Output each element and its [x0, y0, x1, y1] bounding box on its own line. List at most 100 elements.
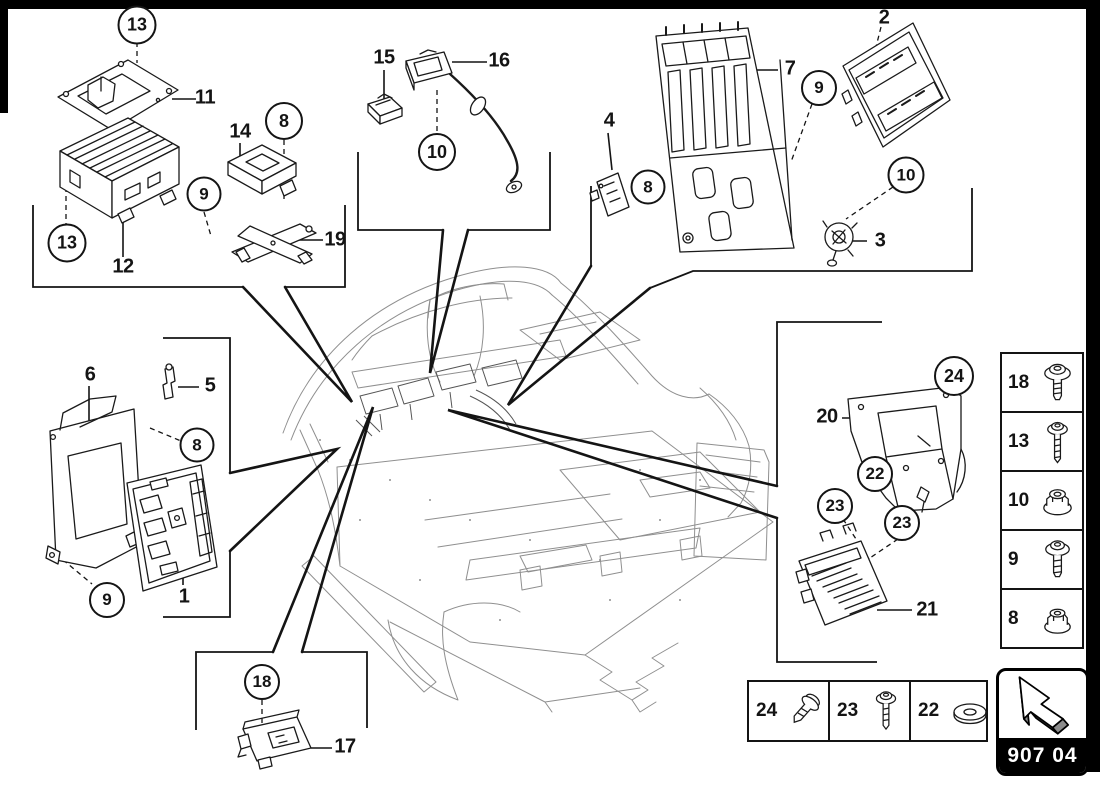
group-outlines [32, 152, 973, 730]
part-label-21: 21 [916, 598, 938, 621]
fastener-number: 23 [837, 700, 859, 721]
part-label-4: 4 [603, 109, 615, 132]
fastener-row-10: 10 [1002, 472, 1082, 531]
callout-label: 10 [896, 165, 916, 184]
fastener-cell-23: 23 [830, 682, 911, 740]
page-frame-right [1086, 0, 1100, 772]
part-label-6: 6 [84, 363, 96, 386]
callout-circle-18: 18 [244, 664, 280, 700]
callout-label: 23 [825, 496, 845, 515]
group-outline-top-middle [357, 152, 551, 231]
part-17-module-drawing [237, 709, 312, 770]
part-label-12: 12 [112, 255, 134, 278]
part-7-carrier-frame-drawing [655, 21, 795, 253]
callout-circle-8: 8 [265, 102, 303, 140]
callout-label: 9 [199, 184, 209, 203]
callout-label: 8 [278, 110, 289, 131]
washer-icon [953, 703, 987, 725]
callout-label: 9 [814, 78, 824, 97]
chassis-dash-detail [355, 359, 523, 437]
part-4-bracket-drawing [589, 172, 630, 217]
group-outline-bottom [195, 651, 368, 730]
callout-circle-23: 23 [884, 505, 920, 541]
page-frame-left [0, 0, 8, 113]
callout-circle-13: 13 [117, 5, 157, 45]
part-15-drawing [367, 93, 403, 125]
fastener-bottom-table: 24 23 22 [747, 680, 988, 742]
callout-label: 23 [892, 513, 912, 532]
callout-circle-10: 10 [887, 156, 925, 194]
fastener-cell-24: 24 [749, 682, 830, 740]
part-label-14: 14 [229, 120, 251, 143]
callout-circle-9: 9 [801, 70, 837, 106]
part-label-1: 1 [178, 585, 190, 608]
part-11-drawing [57, 59, 179, 139]
direction-arrow-icon [999, 671, 1086, 738]
fastener-row-13: 13 [1002, 413, 1082, 472]
part-label-7: 7 [784, 57, 796, 80]
screw-tilted-icon [793, 693, 820, 724]
callout-circle-24: 24 [934, 356, 974, 396]
chassis-sketch [282, 266, 774, 713]
screw-with-washer-icon [875, 691, 897, 731]
leader-wedge-top-left [241, 285, 354, 403]
part-6-bracket-drawing [45, 395, 143, 569]
callout-label: 8 [192, 435, 202, 454]
part-20-bracket-drawing [847, 386, 966, 513]
fastener-number: 24 [756, 700, 778, 721]
callout-label: 13 [126, 14, 148, 35]
leader-wedge-bottom [271, 406, 375, 654]
callout-circle-8: 8 [630, 169, 666, 205]
group-outline-left [163, 337, 231, 618]
screw-with-washer-icon [1044, 363, 1071, 400]
part-label-19: 19 [324, 228, 346, 251]
fastener-number: 10 [1008, 489, 1030, 511]
callout-label: 18 [252, 672, 272, 691]
fastener-number: 22 [918, 700, 940, 721]
callout-label: 9 [102, 590, 112, 609]
fastener-row-9: 9 [1002, 531, 1082, 590]
fastener-number: 13 [1008, 430, 1030, 452]
callout-circle-8: 8 [179, 427, 215, 463]
page-frame-top [0, 0, 1100, 9]
callout-circle-13: 13 [47, 223, 87, 263]
leader-wedges [228, 228, 779, 654]
leader-wedge-top-right [506, 264, 652, 407]
dashed-assembly-lines [55, 26, 955, 740]
part-label-16: 16 [488, 49, 510, 72]
leader-wedge-top-middle [428, 228, 470, 374]
part-3-grommet-drawing [822, 220, 858, 267]
group-outline-right [776, 321, 882, 663]
part-label-2: 2 [878, 6, 890, 29]
part-5-pin-drawing [162, 363, 176, 400]
part-12-drawing [59, 117, 180, 224]
part-label-11: 11 [194, 86, 216, 109]
fastener-row-18: 18 [1002, 354, 1082, 413]
part-label-3: 3 [874, 229, 886, 252]
fastener-number: 18 [1008, 371, 1030, 393]
callout-label: 22 [865, 464, 885, 483]
callout-label: 10 [426, 141, 448, 162]
flange-nut-icon [1044, 608, 1071, 634]
callout-circle-22: 22 [857, 456, 893, 492]
part-label-20: 20 [816, 405, 838, 428]
leader-wedge-right [447, 408, 779, 520]
part-1-control-unit-drawing [126, 464, 218, 592]
part-16-antenna-module-drawing [405, 49, 523, 194]
screw-with-washer-long-icon [1047, 421, 1068, 464]
group-code-badge: 907 04 [999, 738, 1086, 773]
callout-label: 24 [943, 365, 965, 386]
part-label-5: 5 [204, 374, 216, 397]
group-outline-top-left [32, 205, 346, 288]
fastener-row-8: 8 [1002, 590, 1082, 647]
callout-circle-10: 10 [418, 133, 456, 171]
page-code-plate: 907 04 [996, 668, 1089, 776]
part-21-control-unit-drawing [795, 522, 888, 626]
leader-wedge-left [228, 446, 342, 553]
callout-circle-23: 23 [817, 488, 853, 524]
fastener-cell-22: 22 [911, 682, 996, 740]
callout-label: 8 [643, 177, 653, 196]
part-label-15: 15 [373, 46, 395, 69]
